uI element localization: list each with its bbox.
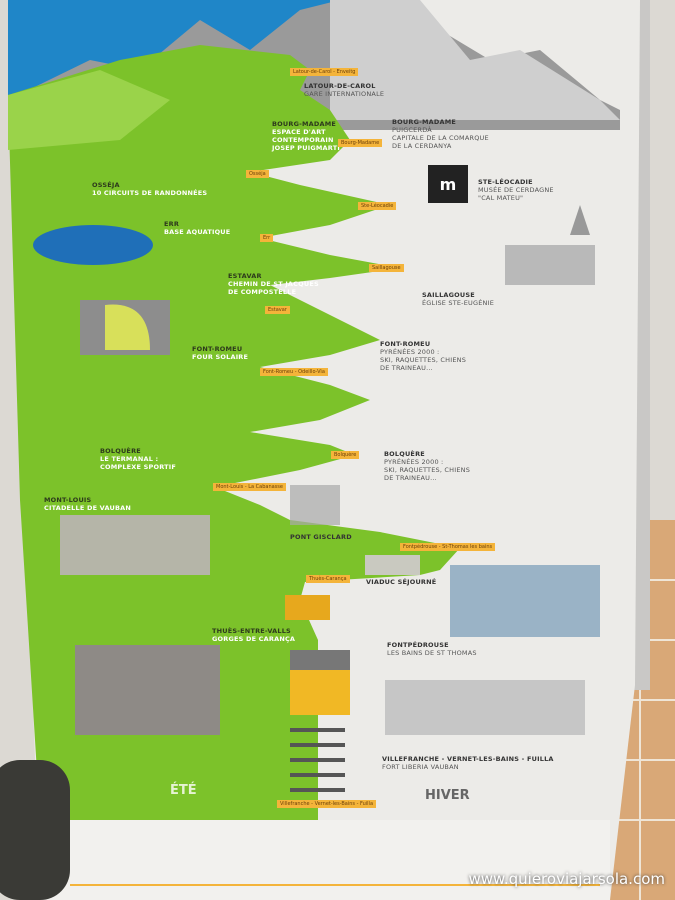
- museum-m-icon: [428, 165, 468, 203]
- lake: [33, 225, 153, 265]
- station-label: Bourg-Madame: [338, 139, 383, 147]
- place-label: VILLEFRANCHE - VERNET-LES-BAINS - FUILLA…: [382, 755, 554, 771]
- station-label: Mont-Louis - La Cabanasse: [213, 483, 286, 491]
- station-label: Villefranche - Vernet-les-Bains - Fuilla: [277, 800, 377, 808]
- place-description: GARE INTERNATIONALE: [304, 90, 385, 98]
- place-description: PYRÉNÉES 2000 :: [384, 458, 444, 466]
- place-name: BOURG-MADAME: [272, 120, 337, 128]
- place-description: DE LA CERDANYA: [392, 142, 452, 150]
- place-description: FORT LIBERIA VAUBAN: [382, 763, 459, 771]
- place-description: PUIGCERDÀ: [392, 126, 432, 134]
- station-label: Latour-de-Carol - Enveitg: [290, 68, 359, 76]
- place-description: CHEMIN DE ST JACQUES: [228, 280, 319, 288]
- place-label: PONT GISCLARD: [290, 533, 352, 541]
- place-description: DE COMPOSTELLE: [228, 288, 297, 296]
- thermal-baths: [450, 565, 600, 637]
- place-name: SAILLAGOUSE: [422, 291, 475, 299]
- station-label: Fontpédrouse - St-Thomas les bains: [400, 543, 496, 551]
- railway-track: [290, 728, 345, 792]
- place-name: BOURG-MADAME: [392, 118, 457, 126]
- watermark: www.quieroviajarsola.com: [468, 870, 665, 888]
- place-name: FONTPÉDROUSE: [387, 641, 449, 649]
- place-description: PYRÉNÉES 2000 :: [380, 348, 440, 356]
- svg-text:m: m: [440, 175, 457, 194]
- place-description: CAPITALE DE LA COMARQUE: [392, 134, 489, 142]
- chair-edge: [0, 760, 70, 900]
- place-description: MUSÉE DE CERDAGNE: [478, 186, 554, 194]
- station-label: Saillagouse: [369, 264, 404, 272]
- place-description: LE TERMANAL :: [100, 455, 159, 463]
- place-description: CONTEMPORAIN: [272, 136, 334, 144]
- bottom-timetable-strip: [40, 820, 610, 900]
- church: [505, 245, 595, 285]
- place-name: THUÈS-ENTRE-VALLS: [212, 627, 291, 635]
- station-label: Font-Romeu - Odeillo-Via: [260, 368, 328, 376]
- place-name: ERR: [164, 220, 180, 228]
- fort: [385, 680, 585, 735]
- place-description: COMPLEXE SPORTIF: [100, 463, 177, 471]
- place-name: BOLQUÈRE: [100, 447, 141, 455]
- place-description: DE TRAINEAU...: [380, 364, 433, 372]
- place-name: MONT-LOUIS: [44, 496, 92, 504]
- place-description: FOUR SOLAIRE: [192, 353, 249, 361]
- station-label: Thuès-Carança: [306, 575, 350, 583]
- place-label: VIADUC SÉJOURNÉ: [366, 578, 436, 586]
- place-description: ÉGLISE STE-EUGÉNIE: [422, 299, 495, 307]
- station-label: Estavar: [265, 306, 290, 314]
- place-description: 10 CIRCUITS DE RANDONNÉES: [92, 189, 208, 197]
- place-name: ESTAVAR: [228, 272, 262, 280]
- place-description: JOSEP PUIGMARTI: [272, 144, 340, 152]
- place-description: LES BAINS DE ST THOMAS: [387, 649, 477, 657]
- place-description: SKI, RAQUETTES, CHIENS: [384, 466, 471, 474]
- place-name: STE-LÉOCADIE: [478, 178, 533, 186]
- place-name: FONT-ROMEU: [380, 340, 431, 348]
- place-description: ESPACE D'ART: [272, 128, 326, 136]
- place-description: DE TRAINEAU...: [384, 474, 437, 482]
- station-label: Bolquère: [331, 451, 360, 459]
- place-description: BASE AQUATIQUE: [164, 228, 231, 236]
- season-winter: HIVER: [425, 788, 470, 803]
- place-name: PONT GISCLARD: [290, 533, 352, 541]
- place-name: FONT-ROMEU: [192, 345, 243, 353]
- place-name: BOLQUÈRE: [384, 450, 425, 458]
- citadel: [60, 515, 210, 575]
- station-label: Osséja: [246, 170, 269, 178]
- viaduct: [365, 555, 420, 575]
- place-name: VIADUC SÉJOURNÉ: [366, 578, 437, 586]
- gorges: [75, 645, 220, 735]
- bridge: [290, 485, 340, 525]
- place-description: "CAL MATEU": [478, 194, 524, 202]
- season-summer: ÉTÉ: [170, 783, 197, 798]
- station-label: Ste-Léocadie: [358, 202, 397, 210]
- place-name: VILLEFRANCHE - VERNET-LES-BAINS - FUILLA: [382, 755, 554, 763]
- place-name: OSSÉJA: [92, 181, 120, 189]
- station-label: Err: [260, 234, 274, 242]
- place-name: LATOUR-DE-CAROL: [304, 82, 376, 90]
- place-description: SKI, RAQUETTES, CHIENS: [380, 356, 467, 364]
- place-description: CITADELLE DE VAUBAN: [44, 504, 131, 512]
- place-description: GORGES DE CARANÇA: [212, 635, 296, 643]
